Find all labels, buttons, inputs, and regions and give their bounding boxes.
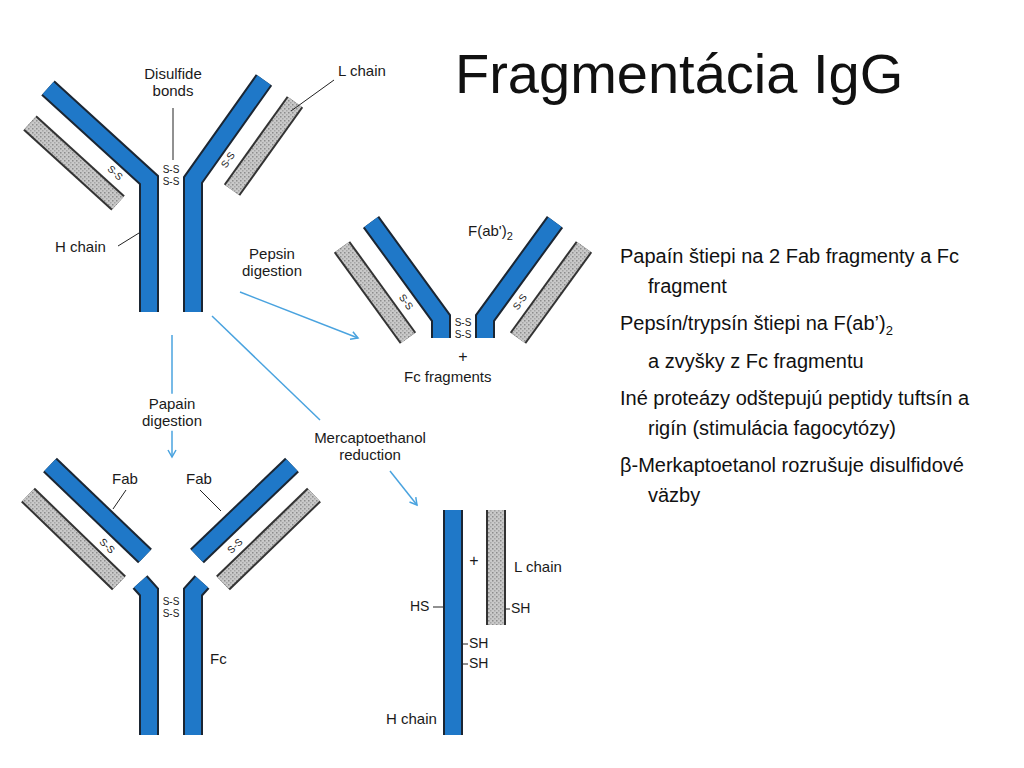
disulfide-bond: S-S xyxy=(455,329,472,341)
bullet-point: Pepsín/trypsín štiepi na F(ab’)2 a zvyšky… xyxy=(620,308,1010,376)
fragment-label: Fab xyxy=(186,470,212,487)
bullet-text: β-Merkaptoetanol rozrušuje disulfidové v… xyxy=(620,454,964,506)
chain-label: H chain xyxy=(55,238,106,255)
bullet-text: Pepsín/trypsín štiepi na F(ab’) xyxy=(620,312,886,334)
light-chain-outline xyxy=(28,102,584,625)
drawing-stroke xyxy=(463,664,468,665)
drawing-stroke xyxy=(118,233,139,246)
thiol-group: SH xyxy=(469,635,488,651)
plus-sign: + xyxy=(458,348,467,366)
bullet-list: Papaín štiepi na 2 Fab fragmenty a Fc fr… xyxy=(620,241,1010,517)
process-label: Mercaptoethanol reduction xyxy=(293,428,447,465)
slide-title: Fragmentácia IgG xyxy=(455,46,903,102)
subscript: 2 xyxy=(507,230,513,242)
fragment-label: Fc fragments xyxy=(404,368,492,385)
bullet-text: a zvyšky z Fc fragmentu xyxy=(648,346,1010,376)
fragment-label: Fab xyxy=(112,470,138,487)
drawing-stroke xyxy=(240,292,358,338)
bullet-point: β-Merkaptoetanol rozrušuje disulfidové v… xyxy=(620,450,1010,510)
drawing-stroke xyxy=(200,490,221,511)
disulfide-bond: S-S xyxy=(163,164,180,176)
drawing-stroke xyxy=(390,471,417,505)
leader-lines xyxy=(113,80,510,664)
subscript: 2 xyxy=(886,323,893,338)
callout-label: Disulfide bonds xyxy=(133,65,213,100)
disulfide-bond: S-S xyxy=(455,317,472,329)
heavy-chain-outline xyxy=(48,80,555,735)
drawing-stroke xyxy=(291,80,334,111)
plus-sign: + xyxy=(469,552,478,570)
thiol-group: SH xyxy=(469,655,488,671)
bullet-text: Iné proteázy odštepujú peptidy tuftsín a… xyxy=(620,387,969,439)
fragment-name: F(ab') xyxy=(468,222,507,239)
process-label: Papain digestion xyxy=(130,394,214,431)
bullet-point: Iné proteázy odštepujú peptidy tuftsín a… xyxy=(620,383,1010,443)
drawing-stroke xyxy=(506,609,510,610)
bullet-text: Papaín štiepi na 2 Fab fragmenty a Fc fr… xyxy=(620,245,959,297)
light-chain xyxy=(28,102,584,625)
chain-label: H chain xyxy=(386,710,437,727)
drawing-stroke xyxy=(212,316,320,420)
disulfide-bond: S-S xyxy=(163,596,180,608)
chain-label: L chain xyxy=(338,62,386,79)
heavy-chain xyxy=(48,80,555,735)
fragment-label: Fc xyxy=(210,650,227,667)
chain-label: L chain xyxy=(514,558,562,575)
disulfide-bond: S-S xyxy=(163,608,180,620)
bullet-point: Papaín štiepi na 2 Fab fragmenty a Fc fr… xyxy=(620,241,1010,301)
drawing-stroke xyxy=(173,108,174,160)
thiol-group: SH xyxy=(511,600,530,616)
thiol-group: HS xyxy=(410,598,429,614)
disulfide-bond: S-S xyxy=(163,176,180,188)
drawing-stroke xyxy=(433,607,443,608)
process-label: Pepsin digestion xyxy=(230,244,314,281)
drawing-stroke xyxy=(463,644,468,645)
fragment-label: F(ab')2 xyxy=(468,222,513,243)
drawing-stroke xyxy=(113,490,126,509)
